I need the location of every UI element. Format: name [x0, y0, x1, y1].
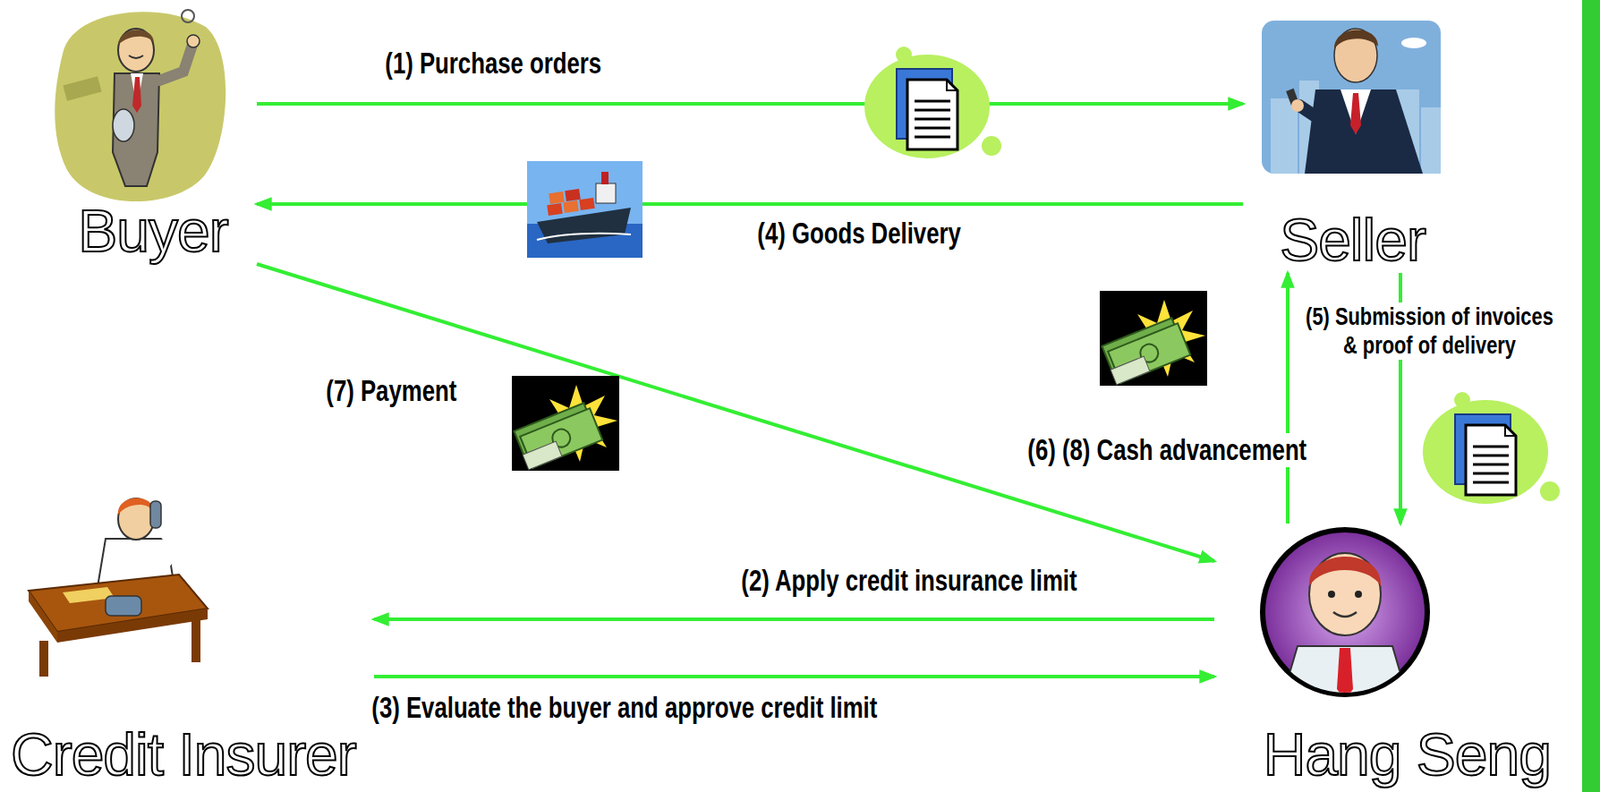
side-bar	[1582, 0, 1600, 792]
seller-figure	[1334, 30, 1379, 50]
buyer-figure	[112, 109, 135, 142]
flow-arrow	[256, 102, 1243, 106]
hangseng-figure	[1333, 612, 1357, 617]
hangseng-figure	[1279, 646, 1411, 707]
flow-arrow	[256, 202, 1243, 206]
seller-figure	[1261, 20, 1441, 174]
buyer-figure	[118, 29, 154, 45]
actor-node: Hang Seng	[1214, 523, 1555, 788]
actor-name: Credit Insurer	[7, 724, 360, 788]
step-label: (7) Payment	[323, 374, 460, 409]
flow-arrow	[374, 674, 1215, 679]
seller-figure	[1401, 37, 1427, 49]
flow-arrow	[1285, 272, 1290, 524]
hangseng-figure	[1309, 556, 1381, 587]
actor-name: Buyer	[74, 201, 231, 264]
step-label: (5) Submission of invoices & proof of de…	[1299, 302, 1560, 360]
step-label: (1) Purchase orders	[382, 46, 604, 81]
document-icon	[864, 46, 1002, 159]
seller-figure	[1304, 89, 1423, 174]
step-label: (3) Evaluate the buyer and approve credi…	[369, 690, 880, 725]
buyer-figure	[112, 73, 160, 187]
ship-icon	[562, 200, 579, 213]
ship-icon	[595, 183, 616, 204]
document-icon	[1422, 391, 1560, 504]
insurer-figure	[105, 595, 142, 616]
insurer-figure	[28, 498, 208, 677]
insurer-figure	[150, 501, 162, 528]
buyer-figure	[118, 28, 154, 72]
buyer-figure	[54, 9, 226, 202]
hangseng-figure	[1354, 590, 1362, 598]
insurer-figure	[39, 640, 49, 677]
seller-figure	[1334, 28, 1378, 83]
ship-icon	[548, 191, 565, 205]
ship-icon	[527, 161, 643, 258]
money-icon	[1099, 290, 1208, 386]
hangseng-figure	[1336, 647, 1354, 700]
hangseng-figure	[1279, 646, 1411, 707]
buyer-figure	[181, 9, 195, 23]
step-label: (2) Apply credit insurance limit	[739, 563, 1080, 598]
actor-node: Credit Insurer	[7, 483, 375, 788]
actor-name: Hang Seng	[1259, 724, 1555, 788]
flow-arrow	[256, 263, 1215, 562]
ship-icon	[527, 161, 643, 258]
buyer-figure	[62, 76, 102, 102]
buyer-figure	[128, 55, 144, 59]
actor-node: Buyer	[49, 4, 257, 264]
hangseng-figure	[1327, 590, 1336, 598]
seller-figure	[1421, 107, 1441, 174]
seller-figure	[1350, 93, 1362, 135]
buyer-figure	[159, 44, 193, 81]
hangseng-figure	[1262, 529, 1428, 707]
seller-figure	[1291, 99, 1304, 112]
actor-node: Seller	[1242, 4, 1463, 273]
insurer-figure	[118, 498, 154, 540]
insurer-figure	[28, 590, 58, 643]
step-label: (4) Goods Delivery	[755, 216, 963, 251]
actor-name: Seller	[1276, 210, 1430, 273]
insurer-figure	[191, 617, 201, 663]
ship-icon	[564, 188, 581, 202]
insurer-figure	[118, 498, 154, 515]
step-label: (6) (8) Cash advancement	[1025, 433, 1310, 468]
ship-icon	[601, 171, 609, 185]
ship-icon	[536, 233, 631, 240]
hangseng-figure	[1309, 553, 1381, 636]
buyer-figure	[132, 76, 142, 113]
buyer-figure	[187, 34, 200, 48]
ship-icon	[546, 203, 563, 216]
money-icon	[511, 375, 620, 471]
seller-figure	[1261, 20, 1441, 174]
flow-arrow	[374, 617, 1215, 622]
ship-icon	[578, 197, 596, 211]
insurer-figure	[159, 529, 171, 564]
buyer-figure	[54, 11, 226, 202]
seller-figure	[1340, 89, 1371, 135]
